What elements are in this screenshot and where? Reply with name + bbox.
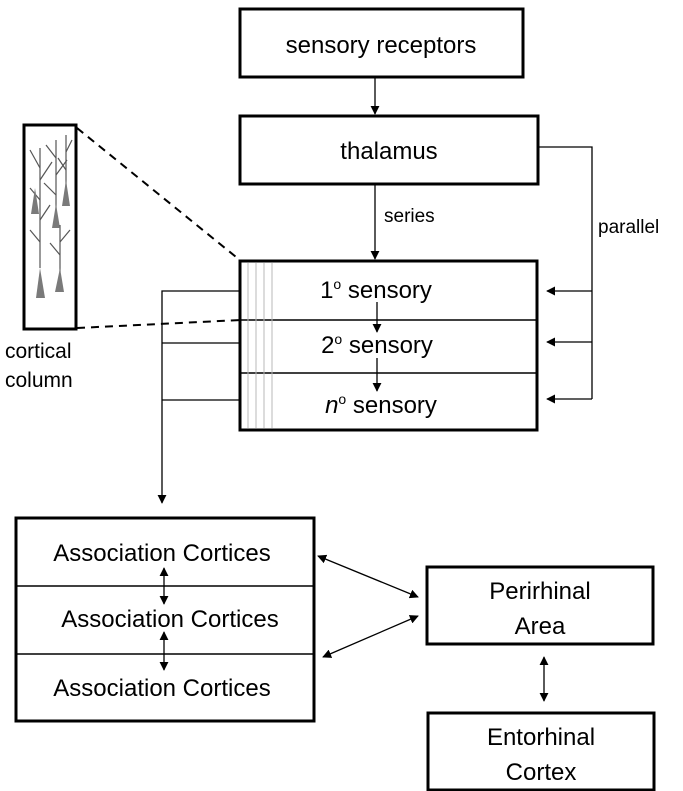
zoom-line-bottom xyxy=(76,319,242,329)
parallel-label: parallel xyxy=(598,217,659,238)
degree-mark: o xyxy=(333,276,341,292)
perirhinal-label-line1: Perirhinal xyxy=(489,578,590,605)
column-label: column xyxy=(5,369,73,392)
primary-number: 1 xyxy=(320,277,333,304)
association-cortices-label-1: Association Cortices xyxy=(53,540,270,567)
thalamus-box xyxy=(238,114,540,186)
sensory-receptors-box xyxy=(238,7,525,79)
cortical-layer-lines xyxy=(247,263,273,428)
entorhinal-cortex-box xyxy=(426,711,656,791)
cortical-label: cortical xyxy=(5,340,72,363)
association-cortices-box xyxy=(14,516,316,723)
sensory-receptors-label: sensory receptors xyxy=(286,32,477,59)
nth-number: n xyxy=(325,392,338,419)
perirhinal-label-line2: Area xyxy=(515,613,566,640)
arrow-association-to-perirhinal-lower xyxy=(322,615,419,658)
primary-text: sensory xyxy=(341,277,432,304)
secondary-text: sensory xyxy=(342,332,433,359)
series-label: series xyxy=(384,206,435,227)
association-cortices-label-3: Association Cortices xyxy=(53,675,270,702)
secondary-number: 2 xyxy=(321,332,334,359)
neuron-illustration xyxy=(29,135,73,298)
nth-sensory-label: no sensory xyxy=(325,391,437,419)
arrow-association-to-perirhinal-upper xyxy=(317,554,419,599)
nth-text: sensory xyxy=(346,392,437,419)
primary-sensory-label: 1o sensory xyxy=(320,276,432,304)
perirhinal-area-box xyxy=(425,565,655,646)
cortical-column-inset xyxy=(22,123,78,331)
degree-mark: o xyxy=(338,391,346,407)
thalamus-label: thalamus xyxy=(340,138,437,165)
entorhinal-label-line1: Entorhinal xyxy=(487,724,595,751)
zoom-line-top xyxy=(76,127,242,262)
entorhinal-label-line2: Cortex xyxy=(506,759,577,786)
sensory-stack-box xyxy=(238,259,539,432)
arrow-stack-to-association xyxy=(157,290,240,504)
secondary-sensory-label: 2o sensory xyxy=(321,331,433,359)
parallel-trunk-line xyxy=(538,146,593,399)
cortical-column-frame xyxy=(22,123,78,331)
association-cortices-label-2: Association Cortices xyxy=(61,606,278,633)
degree-mark: o xyxy=(334,331,342,347)
